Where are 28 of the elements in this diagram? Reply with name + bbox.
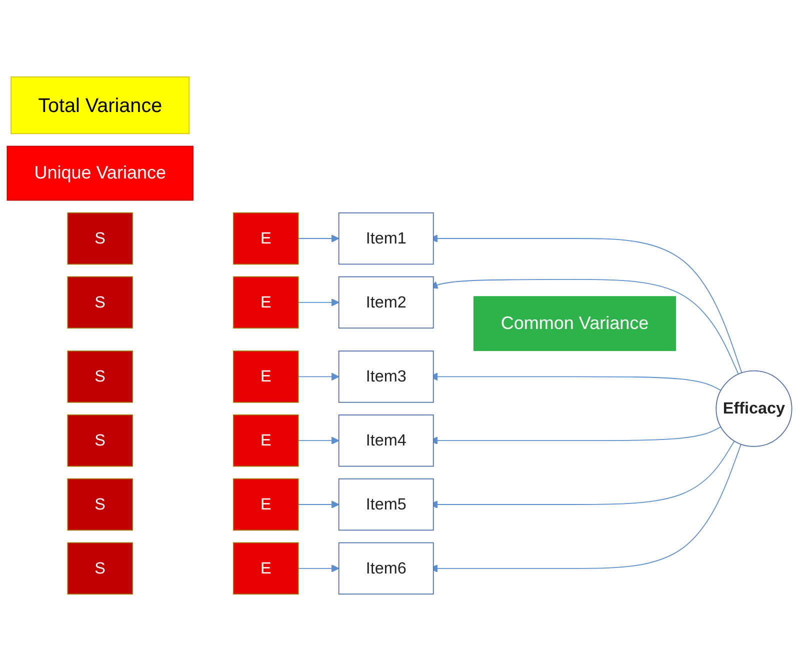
arrow <box>298 234 340 242</box>
node-box: Item6 <box>338 542 434 595</box>
node-box: S <box>67 276 133 329</box>
node-box: Item3 <box>338 350 434 403</box>
node-box: Item4 <box>338 414 434 467</box>
node-box: S <box>67 414 133 467</box>
node-box: Common Variance <box>473 296 676 352</box>
node-box: E <box>233 478 299 531</box>
arrow <box>298 372 340 381</box>
node-box: S <box>67 542 133 595</box>
node-box: Unique Variance <box>6 146 194 201</box>
node-box: S <box>67 350 133 403</box>
node-box: E <box>233 212 299 265</box>
node-box: Item1 <box>338 212 434 265</box>
node-box: Total Variance <box>10 76 190 134</box>
node-circle: Efficacy <box>716 370 792 447</box>
arrow <box>298 500 340 508</box>
node-box: E <box>233 414 299 467</box>
node-box: E <box>233 276 299 329</box>
arrow <box>298 564 340 572</box>
arrow <box>298 436 340 445</box>
node-box: E <box>233 542 299 595</box>
node-box: Item2 <box>338 276 434 329</box>
node-box: S <box>67 478 133 531</box>
node-box: S <box>67 212 133 265</box>
arrow <box>298 298 340 306</box>
node-box: E <box>233 350 299 403</box>
node-box: Item5 <box>338 478 434 531</box>
